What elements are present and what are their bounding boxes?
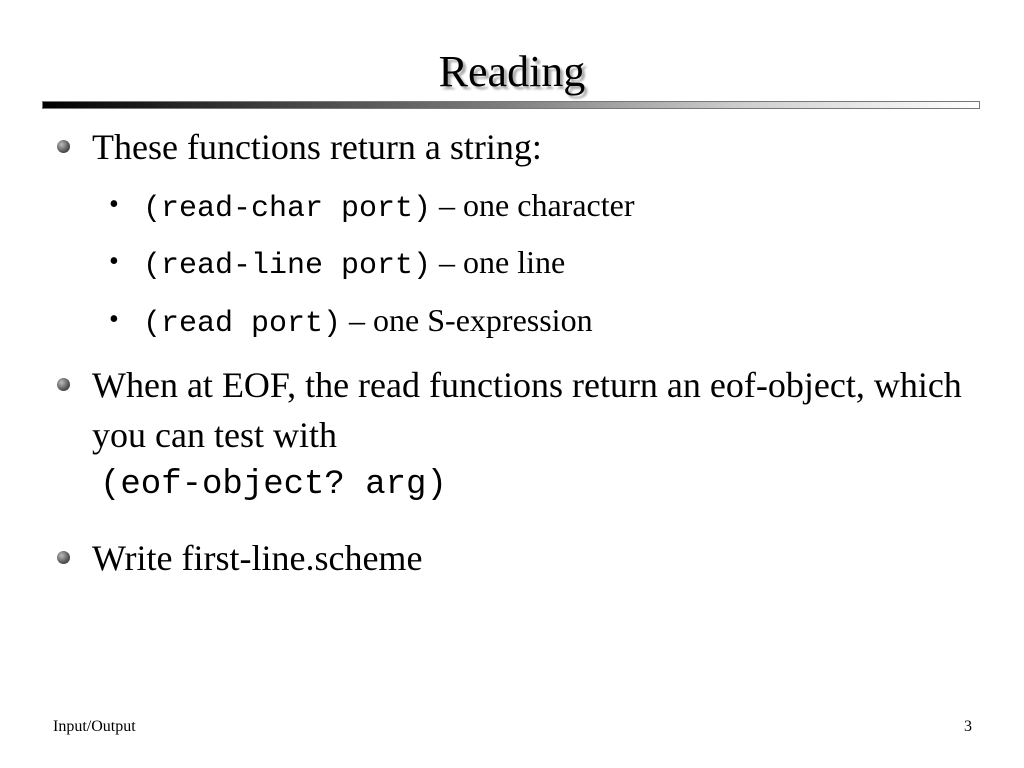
title-underline-rule <box>42 101 980 109</box>
sub-bullet-text: – one character <box>431 187 635 223</box>
small-bullet-icon: • <box>109 304 119 335</box>
sub-bullet-item-1: • (read-char port) – one character <box>109 185 983 229</box>
bullet-dot-icon <box>57 551 70 564</box>
small-bullet-icon: • <box>109 189 119 220</box>
bullet-text: Write first-line.scheme <box>92 538 423 578</box>
bullet-item-3: Write first-line.scheme <box>57 533 972 583</box>
bullet-dot-icon <box>57 378 70 391</box>
small-bullet-icon: • <box>109 246 119 277</box>
bullet-item-2: When at EOF, the read functions return a… <box>57 360 972 510</box>
page-number: 3 <box>964 718 972 735</box>
sub-bullet-text: – one S-expression <box>341 302 593 338</box>
code-text: (read-line port) <box>143 249 432 283</box>
bullet-dot-icon <box>57 140 70 153</box>
code-text: (read-char port) <box>143 192 432 226</box>
code-text: (read port) <box>143 307 342 341</box>
footer-label: Input/Output <box>53 718 136 735</box>
sub-bullet-text: – one line <box>431 244 566 280</box>
bullet-text: When at EOF, the read functions return a… <box>92 365 962 455</box>
slide-title: Reading <box>438 47 586 96</box>
sub-bullet-item-2: • (read-line port) – one line <box>109 242 983 286</box>
sub-bullet-item-3: • (read port) – one S-expression <box>109 300 983 344</box>
code-text: (eof-object? arg) <box>100 466 447 504</box>
bullet-text: These functions return a string: <box>92 127 542 167</box>
bullet-item-1: These functions return a string: <box>57 122 972 172</box>
